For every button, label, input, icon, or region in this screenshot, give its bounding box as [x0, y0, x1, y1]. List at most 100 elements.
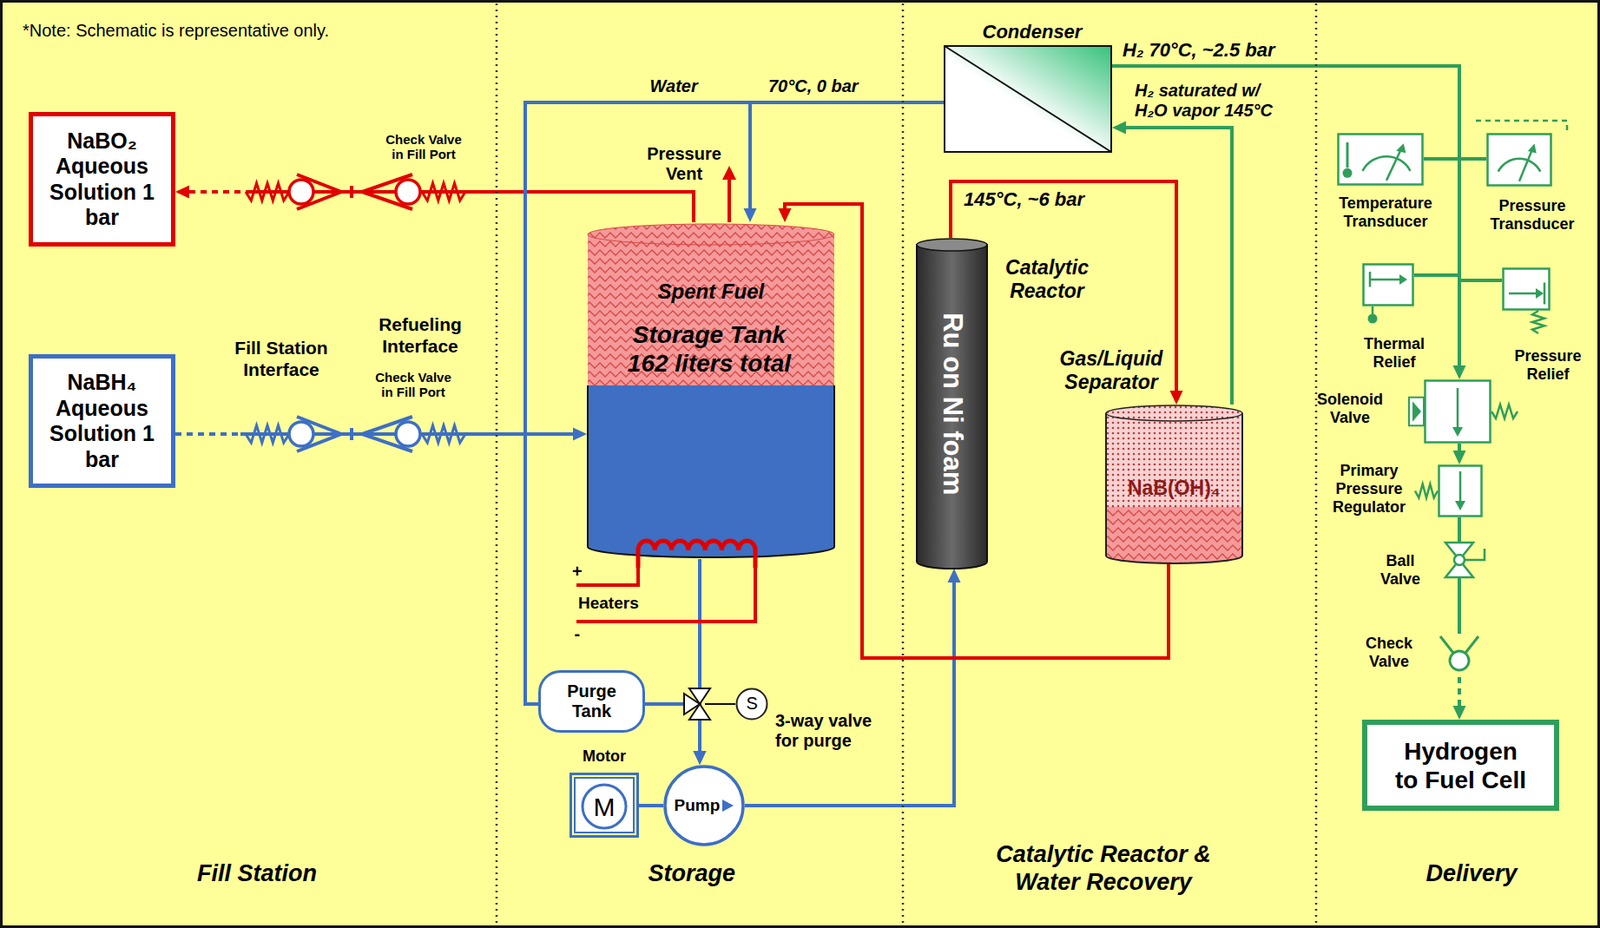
temperature-transducer-outline-part: [1362, 156, 1410, 172]
pressure-vent-arrow-part: [722, 165, 737, 180]
thermal-relief-outline-part: [1369, 278, 1403, 282]
purge-tank: Purge Tank: [538, 670, 646, 733]
pressure-relief-outline: [1501, 267, 1551, 311]
fill-port-check-valves-part: [245, 425, 290, 443]
thermal-relief-text: Thermal Relief: [1355, 335, 1434, 372]
storage-tank-outline-part: [587, 223, 835, 245]
pressure-vent-arrow: [722, 165, 737, 223]
condenser-text: Condenser: [982, 20, 1083, 44]
flow-line: [744, 568, 962, 806]
catalytic-reactor-outline-part: [916, 238, 988, 251]
heater-wire-part: [576, 564, 756, 622]
valve-label: Check Valve in Fill Port: [370, 369, 456, 401]
pressure-transducer-outline-part: [1527, 143, 1537, 153]
pressure-transducer-outline-part: [1519, 149, 1533, 182]
ball-valve-outline-part: [1464, 548, 1485, 560]
three-way-valve-part: [704, 703, 736, 705]
temperature-transducer: Temperature Transducer: [1336, 132, 1424, 186]
flow-label: 70°C, 0 bar: [768, 76, 859, 98]
pump-outline-part: [722, 799, 734, 812]
motor-text: M: [593, 791, 616, 823]
pipe-segment: [1112, 65, 1502, 281]
solution-box-text: NaBH₄ Aqueous Solution 1 bar: [41, 369, 164, 473]
solenoid-valve-outline-part: [1452, 427, 1463, 437]
temperature-transducer-outline-part: [1386, 148, 1402, 181]
motor-outline-part: [574, 777, 634, 833]
gas-liquid-separator-outline-part: [1106, 506, 1243, 564]
flow-line: [1112, 65, 1467, 380]
heater-wire-part: [576, 564, 639, 586]
motor-outline-part: [582, 784, 626, 829]
interface-label: Fill Station Interface: [224, 337, 338, 382]
check-valve-text: Check Valve: [1358, 634, 1420, 672]
flow-label: H₂ saturated w/ H₂O vapor 145°C: [1134, 80, 1290, 122]
solenoid-actuator-text: S: [746, 693, 758, 715]
storage-tank-text: Spent Fuel: [658, 279, 765, 304]
pump: Pump: [663, 764, 745, 847]
pressure-regulator-text: Primary Pressure Regulator: [1328, 461, 1411, 518]
temperature-transducer-outline-part: [1338, 134, 1423, 185]
solution-box-text: NaBO₂ Aqueous Solution 1 bar: [41, 128, 164, 231]
fill-port-check-valves-part: [395, 179, 421, 205]
pressure-relief-outline-part: [1508, 292, 1539, 296]
condenser-outline-part: [944, 46, 1112, 152]
fuel-cell-box: Hydrogen to Fuel Cell: [1362, 719, 1560, 811]
gas-liquid-separator-outline-part: [1106, 413, 1243, 507]
fill-port-check-valves-part: [421, 425, 466, 443]
pressure-vent-arrow-part: [727, 177, 731, 223]
arrow-head: [1453, 705, 1467, 720]
flow-line: [1112, 65, 1487, 159]
ball-valve: Ball Valve: [1444, 541, 1475, 579]
temperature-transducer-outline-part: [1346, 142, 1350, 168]
pipe-segment: [1112, 65, 1460, 369]
gas-liquid-separator-outline-part: [1106, 405, 1243, 422]
catalytic-reactor-text: Ru on Ni foam: [935, 312, 968, 495]
solenoid-valve-text: Solenoid Valve: [1310, 390, 1390, 428]
arrow-head: [175, 185, 190, 199]
solenoid-valve-outline: [1423, 379, 1492, 444]
pressure-relief-outline-part: [1503, 269, 1550, 310]
section-divider: [496, 3, 1317, 925]
flow-line: [1459, 517, 1461, 542]
flow-line: [744, 102, 945, 223]
interface-label: Refueling Interface: [368, 314, 473, 358]
solenoid-valve-outline-part: [1412, 401, 1422, 422]
flow-line: [1112, 65, 1460, 276]
storage-tank: Spent FuelStorage Tank 162 liters total: [586, 222, 836, 560]
section-divider-part: [495, 3, 499, 925]
catalytic-reactor: Ru on Ni foamCatalytic Reactor: [915, 237, 988, 569]
motor: MotorM: [569, 772, 639, 838]
thermal-relief-outline-part: [1368, 314, 1378, 324]
solution-box: NaBO₂ Aqueous Solution 1 bar: [28, 111, 176, 247]
gas-liquid-separator: Gas/Liquid SeparatorNaB(OH)₄: [1105, 404, 1244, 564]
valve-label: Check Valve in Fill Port: [381, 131, 467, 163]
solenoid-valve-outline-part: [1491, 404, 1518, 419]
three-way-valve: [684, 688, 736, 720]
solenoid-valve-outline-part: [1456, 388, 1460, 428]
flow-line: [638, 805, 664, 807]
solution-box: NaBH₄ Aqueous Solution 1 bar: [28, 354, 176, 488]
pressure-regulator-outline: [1437, 464, 1483, 518]
motor-text: Motor: [582, 747, 626, 766]
flow-line: [1112, 65, 1502, 281]
pilot-line: [1475, 120, 1568, 132]
storage-tank-outline-part: [638, 540, 756, 568]
flow-line: [525, 102, 944, 705]
fuel-cell-box-text: Hydrogen to Fuel Cell: [1392, 737, 1530, 795]
storage-tank-outline: [586, 222, 836, 560]
fill-port-check-valves-part: [289, 421, 314, 447]
pressure-regulator-outline-part: [1459, 471, 1462, 502]
note-text: *Note: Schematic is representative only.: [22, 20, 330, 42]
solenoid-valve-outline-part: [1425, 381, 1491, 443]
pressure-relief-outline-part: [1535, 288, 1544, 299]
thermal-relief: Thermal Relief: [1362, 263, 1415, 307]
check-valve-outline-part: [1449, 651, 1469, 671]
solenoid-valve: Solenoid Valve: [1423, 379, 1492, 444]
pressure-relief-text: Pressure Relief: [1507, 347, 1590, 384]
flow-label: H₂ 70°C, ~2.5 bar: [1122, 39, 1276, 62]
pipe-segment: [1457, 443, 1462, 454]
pressure-regulator-outline-part: [1455, 500, 1466, 511]
pressure-regulator: Primary Pressure Regulator: [1437, 464, 1483, 518]
